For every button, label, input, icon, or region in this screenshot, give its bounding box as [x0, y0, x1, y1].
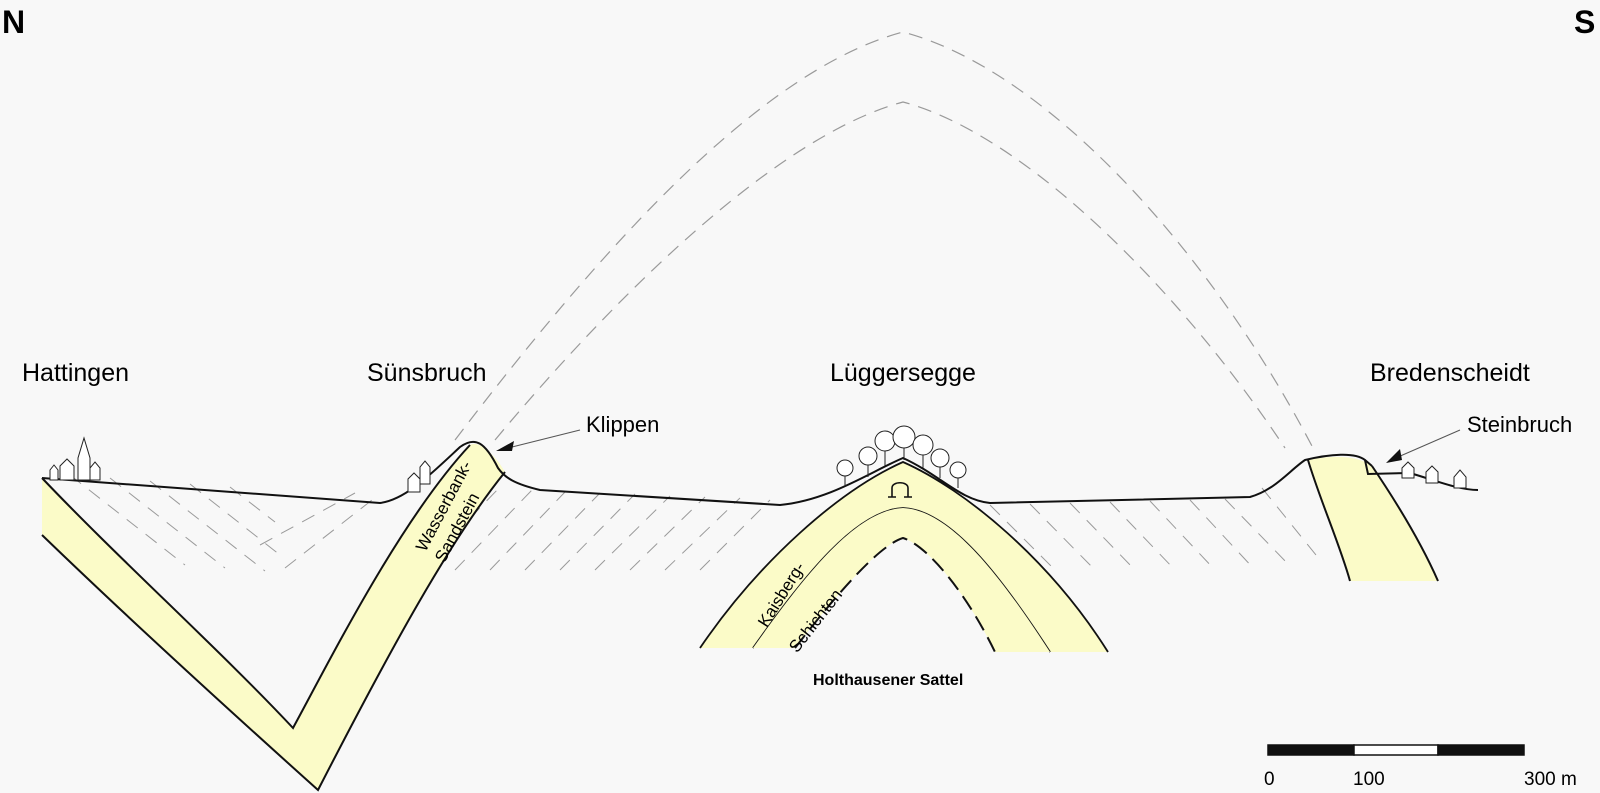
scale-label-0: 0 [1264, 769, 1275, 790]
north-label: N [2, 4, 26, 40]
steinbruch-label: Steinbruch [1467, 412, 1573, 437]
hattingen-town-icon [49, 436, 101, 481]
klippen-arrow [496, 429, 581, 451]
strata-hatching [69, 474, 1321, 572]
terrain-surface [41, 440, 1479, 507]
place-bredenscheidt: Bredenscheidt [1370, 359, 1530, 387]
tunnel-symbol [888, 481, 912, 498]
south-label: S [1574, 4, 1596, 40]
kaisberg-inner-layer [753, 508, 1050, 652]
scale-label-300: 300 m [1524, 769, 1577, 790]
steinbruch-arrow [1386, 429, 1461, 463]
place-suensbruch: Sünsbruch [367, 359, 487, 387]
place-lueggersegge: Lüggersegge [830, 359, 976, 387]
forest-icon [836, 425, 967, 488]
place-hattingen: Hattingen [22, 359, 130, 387]
wasserbank-sandstein-layer [42, 444, 505, 790]
eroded-anticline-lines [454, 31, 1314, 449]
scale-label-100: 100 [1353, 769, 1385, 790]
suensbruch-town-icon [407, 460, 431, 493]
sattel-label: Holthausener Sattel [813, 672, 964, 689]
kaisberg-schichten-layer [700, 462, 1108, 652]
scale-bar [1267, 744, 1525, 756]
bredenscheidt-town-icon [1401, 461, 1467, 489]
klippen-label: Klippen [586, 412, 660, 437]
